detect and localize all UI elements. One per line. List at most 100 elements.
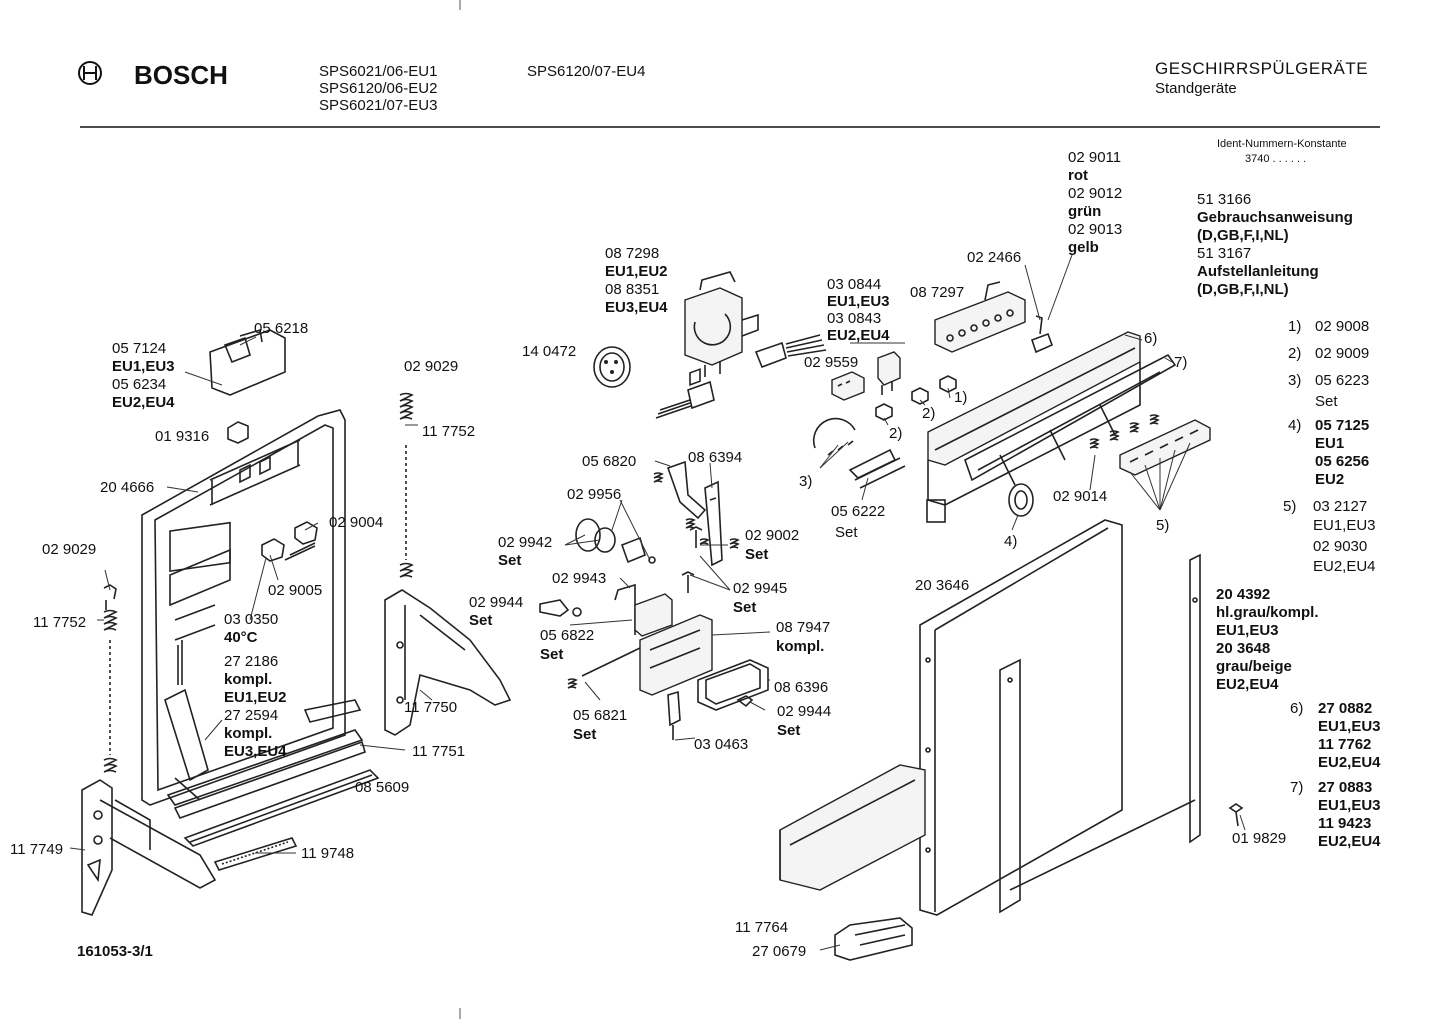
label-117750: 11 7750 — [404, 699, 457, 716]
screw-center — [681, 526, 703, 593]
label-029002: 02 9002 Set — [745, 527, 799, 563]
small-fitting-1 — [939, 375, 957, 393]
switch-030463 — [667, 690, 681, 740]
label-117752-left: 11 7752 — [33, 614, 86, 631]
bracket-056820 — [666, 460, 707, 520]
model-line-2: SPS6120/06-EU2 — [319, 80, 437, 97]
svg-text:20 3648: 20 3648 — [1216, 640, 1270, 657]
side-panel-203646 — [919, 519, 1123, 916]
key-4: 4) — [1004, 533, 1017, 550]
label-056821: 05 6821 Set — [573, 707, 627, 743]
svg-text:Set: Set — [1315, 393, 1338, 410]
button-row-5 — [1119, 419, 1211, 476]
label-087298: 08 7298 EU1,EU2 08 8351 EU3,EU4 — [605, 245, 668, 316]
label-029943: 02 9943 — [552, 570, 606, 587]
door-base-strip — [183, 769, 380, 847]
svg-text:Set: Set — [745, 546, 768, 563]
label-029956: 02 9956 — [567, 486, 621, 503]
vent-strip — [213, 837, 298, 871]
svg-text:02 9011: 02 9011 — [1068, 149, 1121, 166]
label-056822: 05 6822 Set — [540, 627, 594, 663]
svg-text:05 6822: 05 6822 — [540, 627, 594, 644]
screw-icon — [1228, 803, 1244, 827]
knob-4 — [1008, 483, 1034, 517]
svg-text:EU2: EU2 — [1315, 471, 1344, 488]
svg-text:3): 3) — [1288, 372, 1301, 389]
svg-text:EU2,EU4: EU2,EU4 — [1318, 754, 1381, 771]
documentation-list: 51 3166 Gebrauchsanweisung (D,GB,F,I,NL)… — [1197, 191, 1353, 298]
svg-text:EU1: EU1 — [1315, 435, 1344, 452]
svg-text:kompl.: kompl. — [224, 725, 272, 742]
svg-text:(D,GB,F,I,NL): (D,GB,F,I,NL) — [1197, 281, 1289, 298]
svg-text:02 9012: 02 9012 — [1068, 185, 1122, 202]
svg-text:7): 7) — [1290, 779, 1303, 796]
lock-cylinder-029942 — [575, 518, 656, 564]
svg-text:EU1,EU3: EU1,EU3 — [1318, 718, 1381, 735]
label-029004: 02 9004 — [329, 514, 383, 531]
brand-name: BOSCH — [134, 60, 228, 90]
connector-029559 — [831, 371, 865, 401]
label-086394: 08 6394 — [688, 449, 742, 466]
door-handle-bracket — [209, 328, 286, 396]
label-029942: 02 9942 Set — [498, 534, 552, 569]
label-117751: 11 7751 — [412, 743, 465, 760]
label-030463: 03 0463 — [694, 736, 748, 753]
svg-text:rot: rot — [1068, 167, 1088, 184]
indicator-lamp — [1030, 315, 1054, 354]
label-029029-right: 02 9029 — [404, 358, 458, 375]
svg-text:EU1,EU3: EU1,EU3 — [112, 358, 175, 375]
gasket-086396 — [697, 659, 769, 711]
foot-270679 — [834, 917, 913, 961]
label-029559: 02 9559 — [804, 354, 858, 371]
svg-text:05 6256: 05 6256 — [1315, 453, 1369, 470]
svg-text:Set: Set — [498, 552, 521, 569]
svg-text:Set: Set — [835, 524, 858, 541]
legend-item-5: 5) 03 2127 EU1,EU3 02 9030 EU2,EU4 — [1283, 498, 1376, 575]
svg-text:hl.grau/kompl.: hl.grau/kompl. — [1216, 604, 1319, 621]
legend-item-7: 7) 27 0883 EU1,EU3 11 9423 EU2,EU4 — [1290, 779, 1381, 850]
svg-text:03 2127: 03 2127 — [1313, 498, 1367, 515]
page-subtitle: Standgeräte — [1155, 80, 1237, 97]
label-085609: 08 5609 — [355, 779, 409, 796]
svg-text:51 3166: 51 3166 — [1197, 191, 1251, 208]
svg-text:05 6222: 05 6222 — [831, 503, 885, 520]
spring-056821 — [567, 647, 641, 689]
svg-text:EU1,EU3: EU1,EU3 — [1313, 517, 1376, 534]
svg-text:27 0882: 27 0882 — [1318, 700, 1372, 717]
svg-text:4): 4) — [1288, 417, 1301, 434]
page-title: GESCHIRRSPÜLGERÄTE — [1155, 59, 1368, 78]
lever-086394 — [704, 480, 723, 567]
cover-056822 — [634, 593, 673, 637]
switch-030844 — [877, 351, 901, 395]
svg-text:EU1,EU3: EU1,EU3 — [1318, 797, 1381, 814]
svg-text:27 0883: 27 0883 — [1318, 779, 1372, 796]
svg-text:11 9423: 11 9423 — [1318, 815, 1371, 832]
svg-text:02 9030: 02 9030 — [1313, 538, 1367, 555]
svg-text:02 9008: 02 9008 — [1315, 318, 1369, 335]
svg-text:6): 6) — [1290, 700, 1303, 717]
leader-lines — [69, 254, 1191, 951]
control-panel — [926, 331, 1177, 523]
svg-text:EU1,EU2: EU1,EU2 — [605, 263, 668, 280]
label-029011: 02 9011 rot 02 9012 grün 02 9013 gelb — [1068, 149, 1122, 256]
svg-text:EU2,EU4: EU2,EU4 — [827, 327, 890, 344]
label-029944-left: 02 9944 Set — [469, 594, 523, 629]
svg-text:20 4392: 20 4392 — [1216, 586, 1270, 603]
key-3: 3) — [799, 473, 812, 490]
svg-text:05 6821: 05 6821 — [573, 707, 627, 724]
door-insulation-strip — [164, 640, 209, 782]
bracket-056222 — [848, 448, 906, 489]
label-117749: 11 7749 — [10, 841, 63, 858]
thermostat-part — [261, 521, 318, 562]
svg-text:EU3,EU4: EU3,EU4 — [605, 299, 668, 316]
small-fitting-3 — [875, 403, 893, 421]
svg-text:02 9002: 02 9002 — [745, 527, 799, 544]
svg-text:grau/beige: grau/beige — [1216, 658, 1292, 675]
door-lock-087947 — [639, 368, 713, 696]
svg-text:02 9009: 02 9009 — [1315, 345, 1369, 362]
side-panel-list: 20 4392 hl.grau/kompl. EU1,EU3 20 3648 g… — [1216, 586, 1319, 693]
svg-text:Set: Set — [540, 646, 563, 663]
svg-text:EU1,EU3: EU1,EU3 — [827, 293, 890, 310]
svg-text:EU2,EU4: EU2,EU4 — [1318, 833, 1381, 850]
door-bottom-rail — [166, 699, 366, 819]
